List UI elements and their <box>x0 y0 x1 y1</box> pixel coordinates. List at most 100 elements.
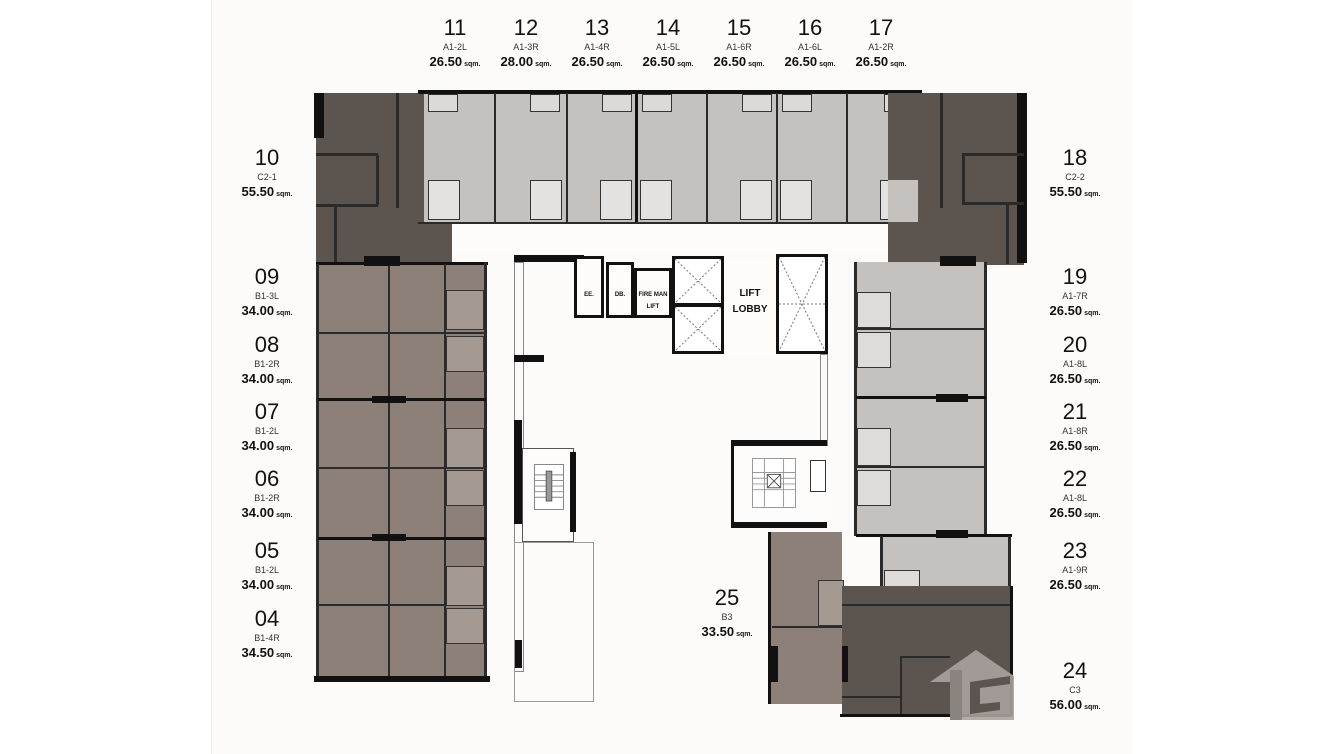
wall <box>880 536 883 606</box>
open-area <box>514 542 594 702</box>
unit-type: A1-8L <box>1062 493 1088 503</box>
wall <box>1006 204 1009 264</box>
unit-type: B3 <box>721 612 733 622</box>
wall <box>514 355 544 362</box>
wall <box>316 153 378 156</box>
unit-number: 25 <box>714 585 740 610</box>
unit-type: A1-2L <box>442 42 468 52</box>
balcony <box>642 94 672 112</box>
db-label: DB. <box>614 292 626 298</box>
unit-number: 15 <box>726 15 752 40</box>
wall <box>314 676 490 682</box>
wall <box>842 696 902 698</box>
wall <box>770 646 778 682</box>
unit-number: 04 <box>254 606 280 631</box>
balcony <box>530 94 560 112</box>
unit-type: A1-3R <box>513 42 539 52</box>
unit-number: 07 <box>254 399 280 424</box>
lift-shaft-2 <box>672 304 724 354</box>
wall <box>364 258 400 266</box>
lift-shaft-icon <box>675 259 721 303</box>
wall <box>842 604 1012 606</box>
unit-type: B1-2L <box>254 426 280 436</box>
wall <box>936 530 968 538</box>
unit-number: 12 <box>513 15 539 40</box>
lift-lobby-label-1: LIFT <box>739 288 761 299</box>
stairs-icon <box>535 470 563 502</box>
lift-shaft-icon <box>675 307 721 351</box>
unit-type: B1-2R <box>254 493 280 503</box>
wall <box>776 93 778 223</box>
wall <box>940 93 943 208</box>
unit-18-area[interactable] <box>888 93 1024 265</box>
unit-type: C2-1 <box>257 172 277 182</box>
unit-number: 19 <box>1062 264 1088 289</box>
wall <box>1008 536 1011 606</box>
bathroom <box>446 470 484 506</box>
service-room-ee <box>574 256 604 318</box>
unit-type: A1-8R <box>1062 426 1088 436</box>
wall <box>372 534 406 541</box>
stairs-icon <box>753 459 795 507</box>
unit-type: C2-2 <box>1065 172 1085 182</box>
wall <box>846 93 848 223</box>
wall <box>984 262 987 536</box>
unit-type: B1-3L <box>254 291 280 301</box>
fireman-lift[interactable] <box>634 268 672 318</box>
bathroom <box>780 180 812 220</box>
bathroom <box>857 332 891 368</box>
wall <box>856 396 986 399</box>
wall <box>314 93 324 138</box>
bathroom <box>857 428 891 466</box>
bathroom <box>530 180 562 220</box>
wall <box>856 328 986 330</box>
unit-number: 14 <box>655 15 681 40</box>
wall <box>418 90 922 94</box>
lift-lobby[interactable] <box>724 262 776 354</box>
lift-shaft-3 <box>776 254 828 354</box>
wall <box>840 714 1012 717</box>
wall <box>635 93 638 223</box>
wall <box>444 264 446 678</box>
wall <box>372 396 406 403</box>
wall <box>962 153 965 203</box>
wall <box>376 155 379 205</box>
shaft-box <box>810 460 826 492</box>
unit-type: A1-4R <box>584 42 610 52</box>
wall <box>318 332 486 334</box>
bathroom <box>857 292 891 328</box>
unit-type: B1-2R <box>254 359 280 369</box>
wall <box>514 255 584 262</box>
unit-number: 16 <box>797 15 823 40</box>
bathroom <box>446 566 484 606</box>
lift-lobby-label-2: LOBBY <box>732 304 768 315</box>
wall <box>316 264 319 678</box>
unit-number: 05 <box>254 538 280 563</box>
wall <box>1017 93 1027 263</box>
wall <box>900 656 950 658</box>
wall <box>962 202 1024 205</box>
wall <box>334 204 337 264</box>
